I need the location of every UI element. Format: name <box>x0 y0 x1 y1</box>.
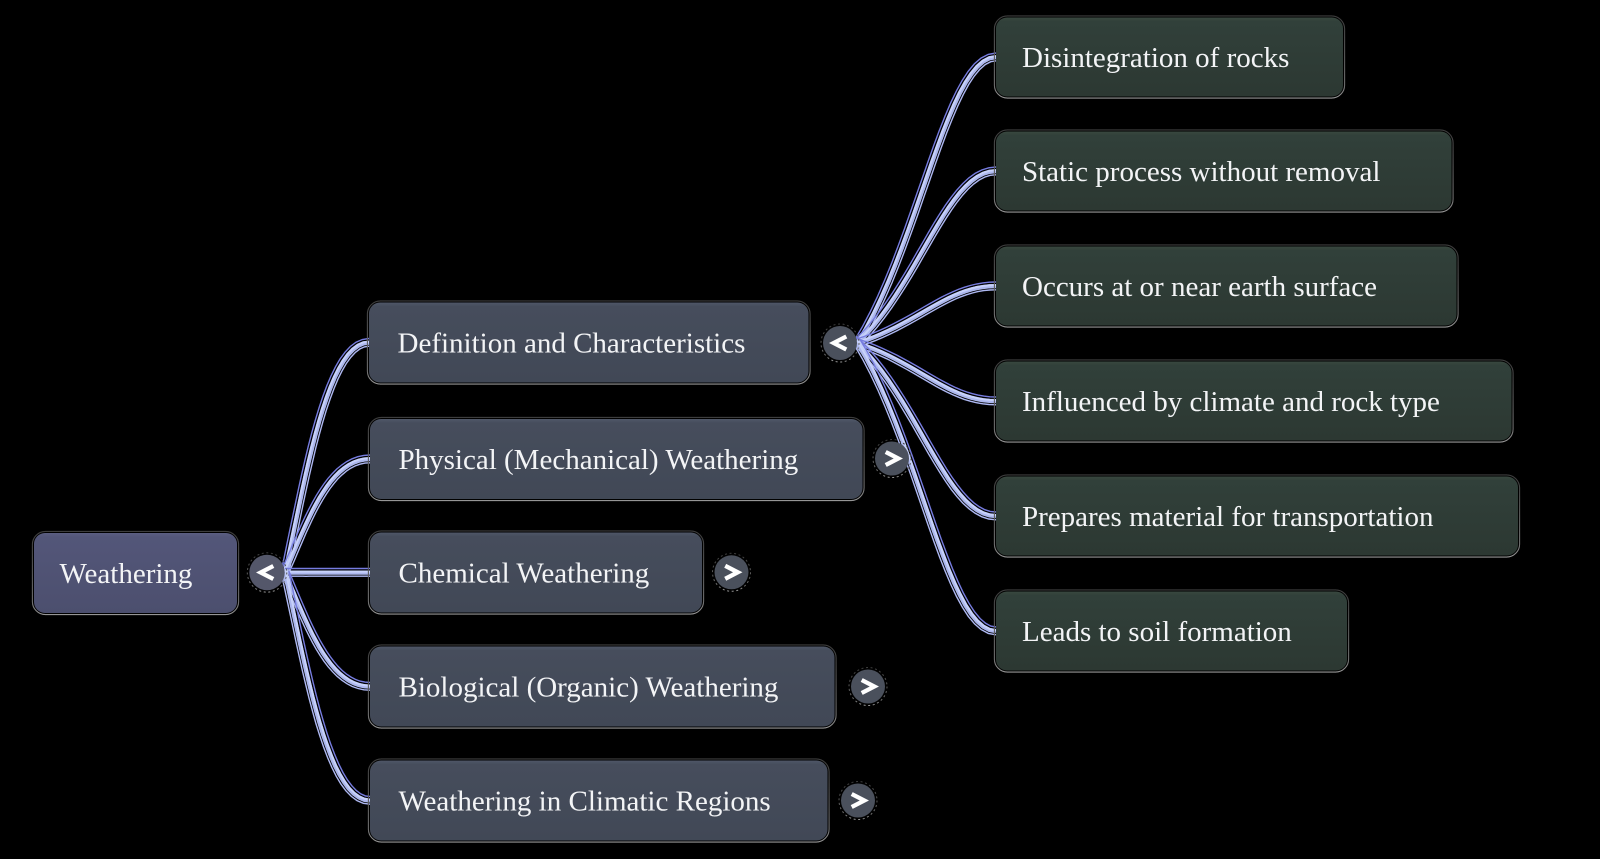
svg-text:Prepares material for transpor: Prepares material for transportation <box>1022 501 1434 533</box>
svg-text:Disintegration of rocks: Disintegration of rocks <box>1022 42 1289 74</box>
svg-text:Weathering: Weathering <box>60 558 193 590</box>
svg-text:Chemical Weathering: Chemical Weathering <box>399 558 650 590</box>
svg-text:Leads to soil formation: Leads to soil formation <box>1022 616 1292 648</box>
svg-text:Occurs at or near earth surfac: Occurs at or near earth surface <box>1022 271 1377 303</box>
svg-text:Definition and Characteristics: Definition and Characteristics <box>398 328 746 360</box>
svg-text:Biological (Organic) Weatherin: Biological (Organic) Weathering <box>399 672 779 704</box>
svg-text:Weathering in Climatic Regions: Weathering in Climatic Regions <box>399 786 771 818</box>
svg-text:Physical (Mechanical) Weatheri: Physical (Mechanical) Weathering <box>399 444 799 476</box>
svg-text:Influenced by climate and rock: Influenced by climate and rock type <box>1022 386 1440 418</box>
svg-text:Static process without removal: Static process without removal <box>1022 156 1380 188</box>
